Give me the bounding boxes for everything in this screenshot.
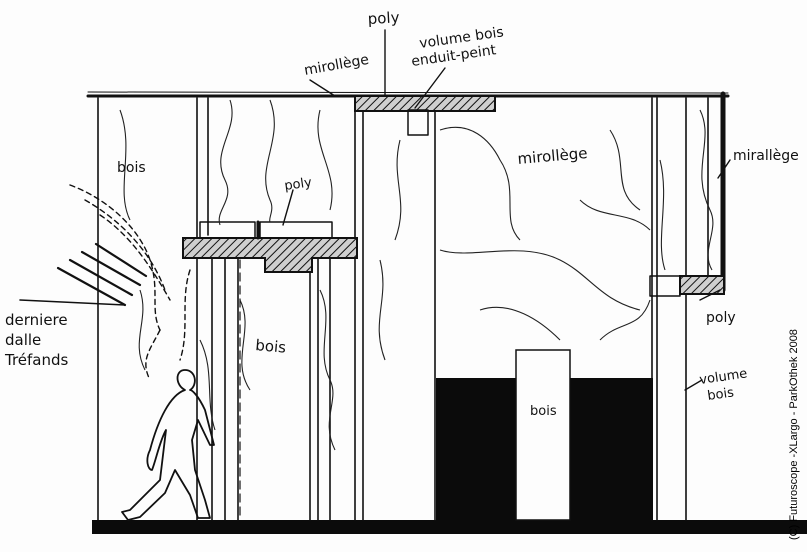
light-cone	[69, 184, 191, 381]
label-bois-bottom: bois	[530, 404, 557, 419]
label-poly-left: poly	[283, 175, 313, 194]
label-poly-right: poly	[706, 310, 736, 326]
label-derniere-3: Tréfands	[4, 351, 69, 369]
ground-slab	[92, 520, 807, 534]
label-poly-top: poly	[367, 8, 400, 28]
human-figure	[121, 369, 215, 521]
texture-veins	[119, 99, 714, 451]
label-bois-left: bois	[117, 160, 146, 176]
label-mirollege-top: mirollège	[303, 52, 370, 79]
label-derniere-2: dalle	[5, 331, 41, 349]
label-volume-right-2: bois	[706, 385, 735, 404]
leader-lines	[282, 29, 731, 391]
label-volume-right-1: volume	[698, 366, 748, 388]
label-derniere-1: derniere	[5, 311, 68, 329]
label-mirollege-center: mirollège	[517, 144, 588, 168]
label-mirallege-right: mirallège	[733, 148, 799, 164]
wall-lines	[97, 97, 709, 521]
label-bois-center-left: bois	[255, 336, 287, 357]
bois-volume	[515, 349, 571, 521]
copyright-credit: (C) Futuroscope -XLargo - ParkOthek 2008	[788, 329, 800, 540]
left-poly-beam	[182, 237, 358, 273]
top-poly-beam	[354, 95, 496, 112]
